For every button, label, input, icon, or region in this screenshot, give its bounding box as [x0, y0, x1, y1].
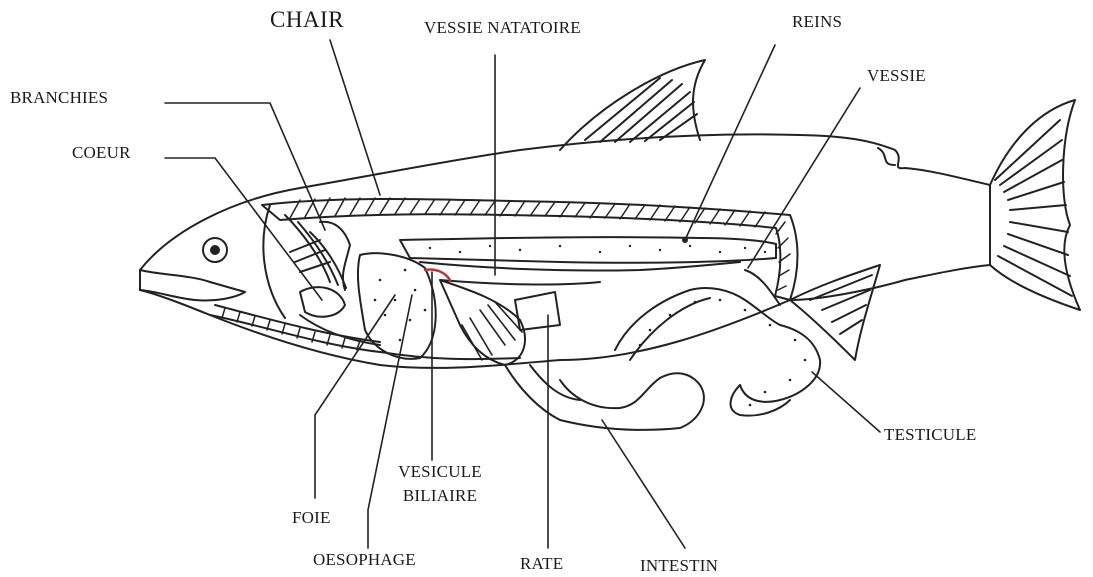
label-vessie: VESSIE — [867, 66, 926, 86]
anal-fin — [790, 265, 880, 360]
testis — [615, 288, 820, 402]
intestine — [505, 365, 704, 430]
label-coeur: COEUR — [72, 143, 131, 163]
leader-oesophage — [368, 295, 412, 548]
label-rate: RATE — [520, 554, 563, 574]
label-reins: REINS — [792, 12, 842, 32]
kidney-strip — [400, 237, 776, 263]
label-chair: CHAIR — [270, 10, 344, 30]
leader-branchies — [165, 103, 325, 230]
label-intestin: INTESTIN — [640, 556, 718, 576]
label-testicule: TESTICULE — [884, 425, 976, 445]
leader-intestin — [602, 420, 685, 548]
gills — [285, 215, 350, 290]
leader-foie — [315, 295, 395, 498]
leader-chair — [330, 40, 380, 195]
heart — [300, 287, 345, 317]
body-outline — [140, 134, 990, 368]
label-branchies: BRANCHIES — [10, 88, 108, 108]
label-oesophage: OESOPHAGE — [313, 550, 416, 570]
label-vesicule-line2: BILIAIRE — [385, 486, 495, 506]
label-vesicule-line1: VESICULE — [385, 462, 495, 482]
stomach — [440, 280, 525, 365]
label-vesicule: VESICULE BILIAIRE — [385, 462, 495, 506]
bladder — [745, 270, 780, 305]
label-foie: FOIE — [292, 508, 331, 528]
leader-vessie — [748, 88, 860, 268]
leader-testicule — [812, 372, 880, 432]
label-vessie-natatoire: VESSIE NATATOIRE — [424, 18, 581, 38]
